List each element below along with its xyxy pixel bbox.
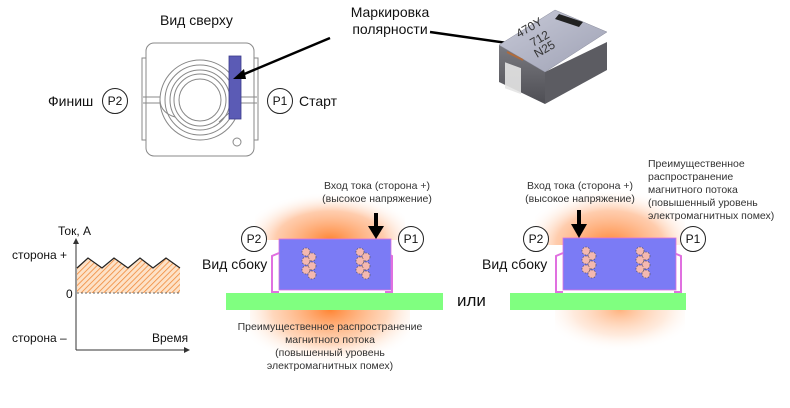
terminal-right: [254, 57, 259, 141]
current-input-right-line1: Вход тока (сторона +): [527, 180, 633, 192]
photo-stripe: [555, 14, 583, 27]
photo-side-left: [499, 45, 545, 104]
terminal-left-left: [271, 252, 280, 293]
graph-x-arrow: [184, 347, 190, 353]
pcb-right: [510, 293, 686, 310]
graph-current-ripple: [76, 257, 181, 269]
terminal-right-left: [384, 252, 393, 293]
graph-y-arrow: [73, 238, 79, 244]
flux-note-right-line4: (повышенный уровень: [648, 197, 758, 209]
flux-note-right-line2: распространение: [648, 171, 734, 183]
lead-right: [240, 96, 257, 104]
current-input-right: Вход тока (сторона +) (высокое напряжени…: [515, 180, 645, 206]
photo-terminal: [505, 62, 521, 95]
winding-right-a: [581, 246, 597, 279]
pin-p1-side-left: P1: [398, 226, 424, 252]
orientation-dot: [232, 137, 242, 147]
flux-note-left-line3: (повышенный уровень: [275, 347, 385, 359]
winding-left-b: [355, 247, 371, 280]
polarity-label: Маркировка полярности: [335, 4, 445, 38]
pin-p2-side-right: P2: [523, 226, 549, 252]
flux-note-left-line2: магнитного потока: [285, 334, 375, 346]
current-input-left-line1: Вход тока (сторона +): [324, 180, 430, 192]
pin-p1-top: P1: [267, 88, 293, 114]
current-arrow-shaft-right: [577, 210, 581, 225]
top-view-title: Вид сверху: [160, 12, 233, 28]
flux-note-left-line4: электромагнитных помех): [266, 360, 394, 372]
pcb-left: [226, 293, 443, 310]
flux-note-right: Преимущественное распространение магнитн…: [648, 158, 774, 223]
current-arrow-shaft-left: [374, 213, 378, 227]
terminal-left-right: [555, 252, 564, 293]
graph-zero-label: 0: [66, 287, 73, 301]
pin-p1-side-right: P1: [680, 226, 706, 252]
flux-note-right-line1: Преимущественное: [648, 158, 745, 170]
flux-note-left: Преимущественное распространение магнитн…: [230, 321, 430, 373]
or-label: или: [457, 291, 486, 310]
side-view-right-label: Вид сбоку: [482, 256, 548, 272]
core-left: [278, 238, 392, 291]
polarity-arrow-line-top: [241, 36, 331, 77]
winding-left-a: [301, 247, 317, 280]
pin-p2-top: P2: [102, 88, 128, 114]
flux-note-right-line5: электромагнитных помех): [648, 210, 775, 222]
graph-current-area: [77, 258, 180, 293]
graph-positive-label: сторона +: [12, 248, 68, 262]
core-right: [562, 237, 677, 291]
winding-right-b: [635, 246, 651, 279]
graph-y-label: Ток, А: [58, 224, 91, 238]
current-graph: [73, 238, 190, 353]
graph-negative-label: сторона –: [12, 331, 67, 345]
flux-note-right-line3: магнитного потока: [648, 184, 738, 196]
current-arrow-head-right: [571, 224, 587, 238]
pin-p2-side-left: P2: [241, 226, 267, 252]
flux-note-left-line1: Преимущественное распространение: [237, 321, 423, 333]
graph-x-label: Время: [152, 331, 189, 345]
current-input-left-line2: (высокое напряжение): [322, 193, 432, 205]
photo-copper: [506, 51, 524, 61]
terminal-right-right: [673, 252, 682, 293]
side-view-left-label: Вид сбоку: [202, 256, 268, 272]
flux-glow-bottom-right: [555, 310, 685, 380]
start-label: Старт: [299, 93, 338, 109]
polarity-label-line2: полярности: [352, 21, 428, 37]
photo-side-right: [545, 42, 607, 104]
current-arrow-head-left: [368, 226, 384, 239]
polarity-mark: [228, 55, 242, 120]
finish-label: Финиш: [48, 93, 94, 109]
polarity-arrow-head-top: [233, 69, 246, 79]
component-photo: 470Y 712 N25: [498, 9, 608, 104]
current-input-right-line2: (высокое напряжение): [525, 193, 635, 205]
polarity-label-line1: Маркировка: [350, 4, 430, 20]
current-input-left: Вход тока (сторона +) (высокое напряжени…: [312, 180, 442, 206]
